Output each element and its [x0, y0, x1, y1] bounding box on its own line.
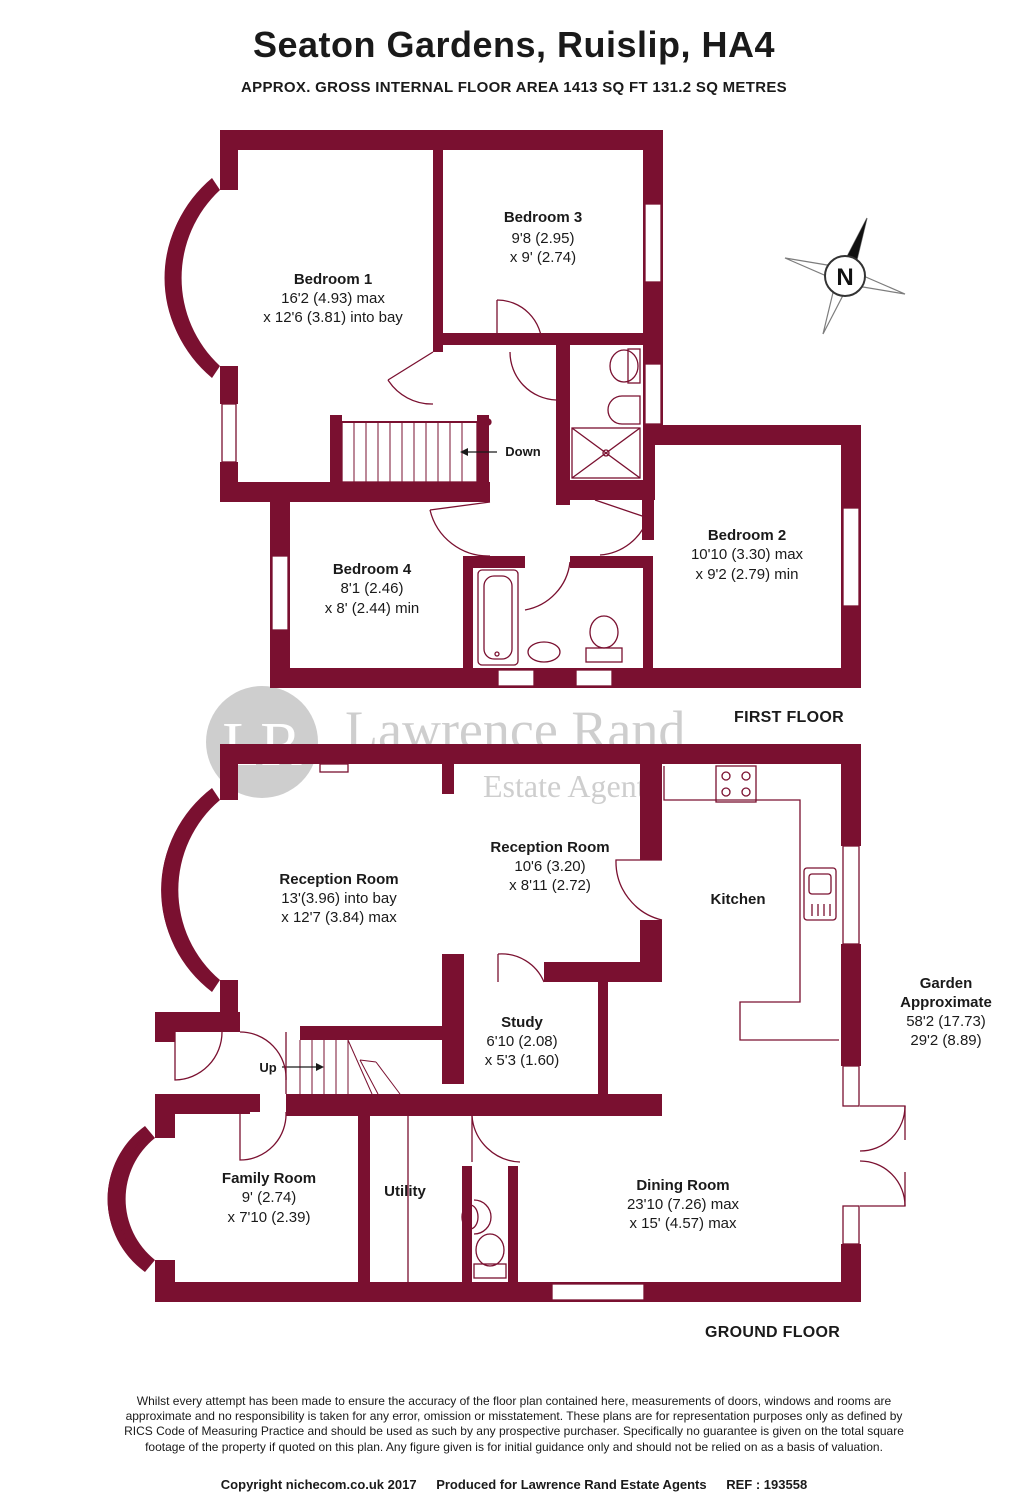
- ground-floor-details: [107, 763, 906, 1301]
- family-room-name: Family Room: [222, 1170, 316, 1187]
- disclaimer-text: Whilst every attempt has been made to en…: [124, 1394, 904, 1454]
- first-floor-details: [164, 185, 860, 687]
- footer: Copyright nichecom.co.uk 2017 Produced f…: [0, 1477, 1028, 1492]
- family-room: Family Room 9' (2.74) x 7'10 (2.39): [222, 1170, 316, 1226]
- reception-room-main: Reception Room 13'(3.96) into bay x 12'7…: [279, 871, 398, 926]
- reception-rear-dim1: 10'6 (3.20): [514, 858, 585, 875]
- bedroom-3: Bedroom 3 9'8 (2.95) x 9' (2.74): [504, 209, 582, 266]
- garden-name: Garden: [920, 975, 973, 992]
- reception-room-rear: Reception Room 10'6 (3.20) x 8'11 (2.72): [490, 839, 609, 894]
- utility-name: Utility: [384, 1183, 426, 1200]
- bedroom-3-dim2: x 9' (2.74): [510, 249, 576, 266]
- footer-ref: REF : 193558: [726, 1477, 808, 1492]
- bedroom-1-dim2: x 12'6 (3.81) into bay: [263, 309, 403, 326]
- bedroom-4-dim2: x 8' (2.44) min: [325, 600, 420, 617]
- reception-rear-dim2: x 8'11 (2.72): [509, 877, 591, 894]
- study-dim1: 6'10 (2.08): [486, 1033, 557, 1050]
- reception-main-name: Reception Room: [279, 871, 398, 888]
- bedroom-3-name: Bedroom 3: [504, 209, 582, 226]
- garden-approximate: Approximate: [900, 994, 992, 1011]
- reception-main-dim2: x 12'7 (3.84) max: [281, 909, 397, 926]
- bedroom-2-name: Bedroom 2: [708, 527, 786, 544]
- watermark-tagline: Estate Agents: [483, 768, 658, 804]
- garden-info: Garden Approximate 58'2 (17.73) 29'2 (8.…: [900, 975, 992, 1049]
- footer-copyright: Copyright nichecom.co.uk 2017: [220, 1477, 417, 1492]
- stairs-up-label: Up: [259, 1060, 276, 1075]
- family-room-dim2: x 7'10 (2.39): [228, 1209, 311, 1226]
- footer-produced: Produced for Lawrence Rand Estate Agents: [436, 1477, 707, 1492]
- dining-room-dim2: x 15' (4.57) max: [629, 1215, 737, 1232]
- page-title: Seaton Gardens, Ruislip, HA4: [252, 24, 776, 65]
- study-dim2: x 5'3 (1.60): [485, 1052, 560, 1069]
- bedroom-4: Bedroom 4 8'1 (2.46) x 8' (2.44) min: [325, 561, 420, 617]
- garden-dim1: 58'2 (17.73): [906, 1013, 986, 1030]
- kitchen-name: Kitchen: [710, 891, 765, 908]
- family-room-dim1: 9' (2.74): [242, 1189, 297, 1206]
- reception-rear-name: Reception Room: [490, 839, 609, 856]
- bedroom-3-dim1: 9'8 (2.95): [512, 230, 575, 247]
- compass-rose-icon: N: [784, 217, 906, 335]
- compass-north-label: N: [836, 264, 853, 291]
- bedroom-2-dim1: 10'10 (3.30) max: [691, 546, 804, 563]
- bedroom-4-dim1: 8'1 (2.46): [341, 580, 404, 597]
- study-name: Study: [501, 1014, 543, 1031]
- ground-floor-plan: [107, 744, 861, 1302]
- study: Study 6'10 (2.08) x 5'3 (1.60): [485, 1014, 560, 1069]
- bedroom-4-name: Bedroom 4: [333, 561, 412, 578]
- ground-floor-label: GROUND FLOOR: [705, 1324, 841, 1341]
- stairs-down-label: Down: [505, 444, 540, 459]
- dining-room: Dining Room 23'10 (7.26) max x 15' (4.57…: [627, 1177, 740, 1232]
- bedroom-1-name: Bedroom 1: [294, 271, 372, 288]
- bedroom-2-dim2: x 9'2 (2.79) min: [696, 566, 799, 583]
- dining-room-dim1: 23'10 (7.26) max: [627, 1196, 740, 1213]
- floor-area-subtitle: APPROX. GROSS INTERNAL FLOOR AREA 1413 S…: [241, 79, 787, 96]
- bedroom-2: Bedroom 2 10'10 (3.30) max x 9'2 (2.79) …: [691, 527, 804, 583]
- bedroom-1-dim1: 16'2 (4.93) max: [281, 290, 385, 307]
- first-floor-plan: [165, 130, 861, 688]
- first-floor-label: FIRST FLOOR: [734, 709, 844, 726]
- dining-room-name: Dining Room: [636, 1177, 729, 1194]
- reception-main-dim1: 13'(3.96) into bay: [281, 890, 397, 907]
- garden-dim2: 29'2 (8.89): [910, 1032, 981, 1049]
- bedroom-1: Bedroom 1 16'2 (4.93) max x 12'6 (3.81) …: [263, 271, 403, 326]
